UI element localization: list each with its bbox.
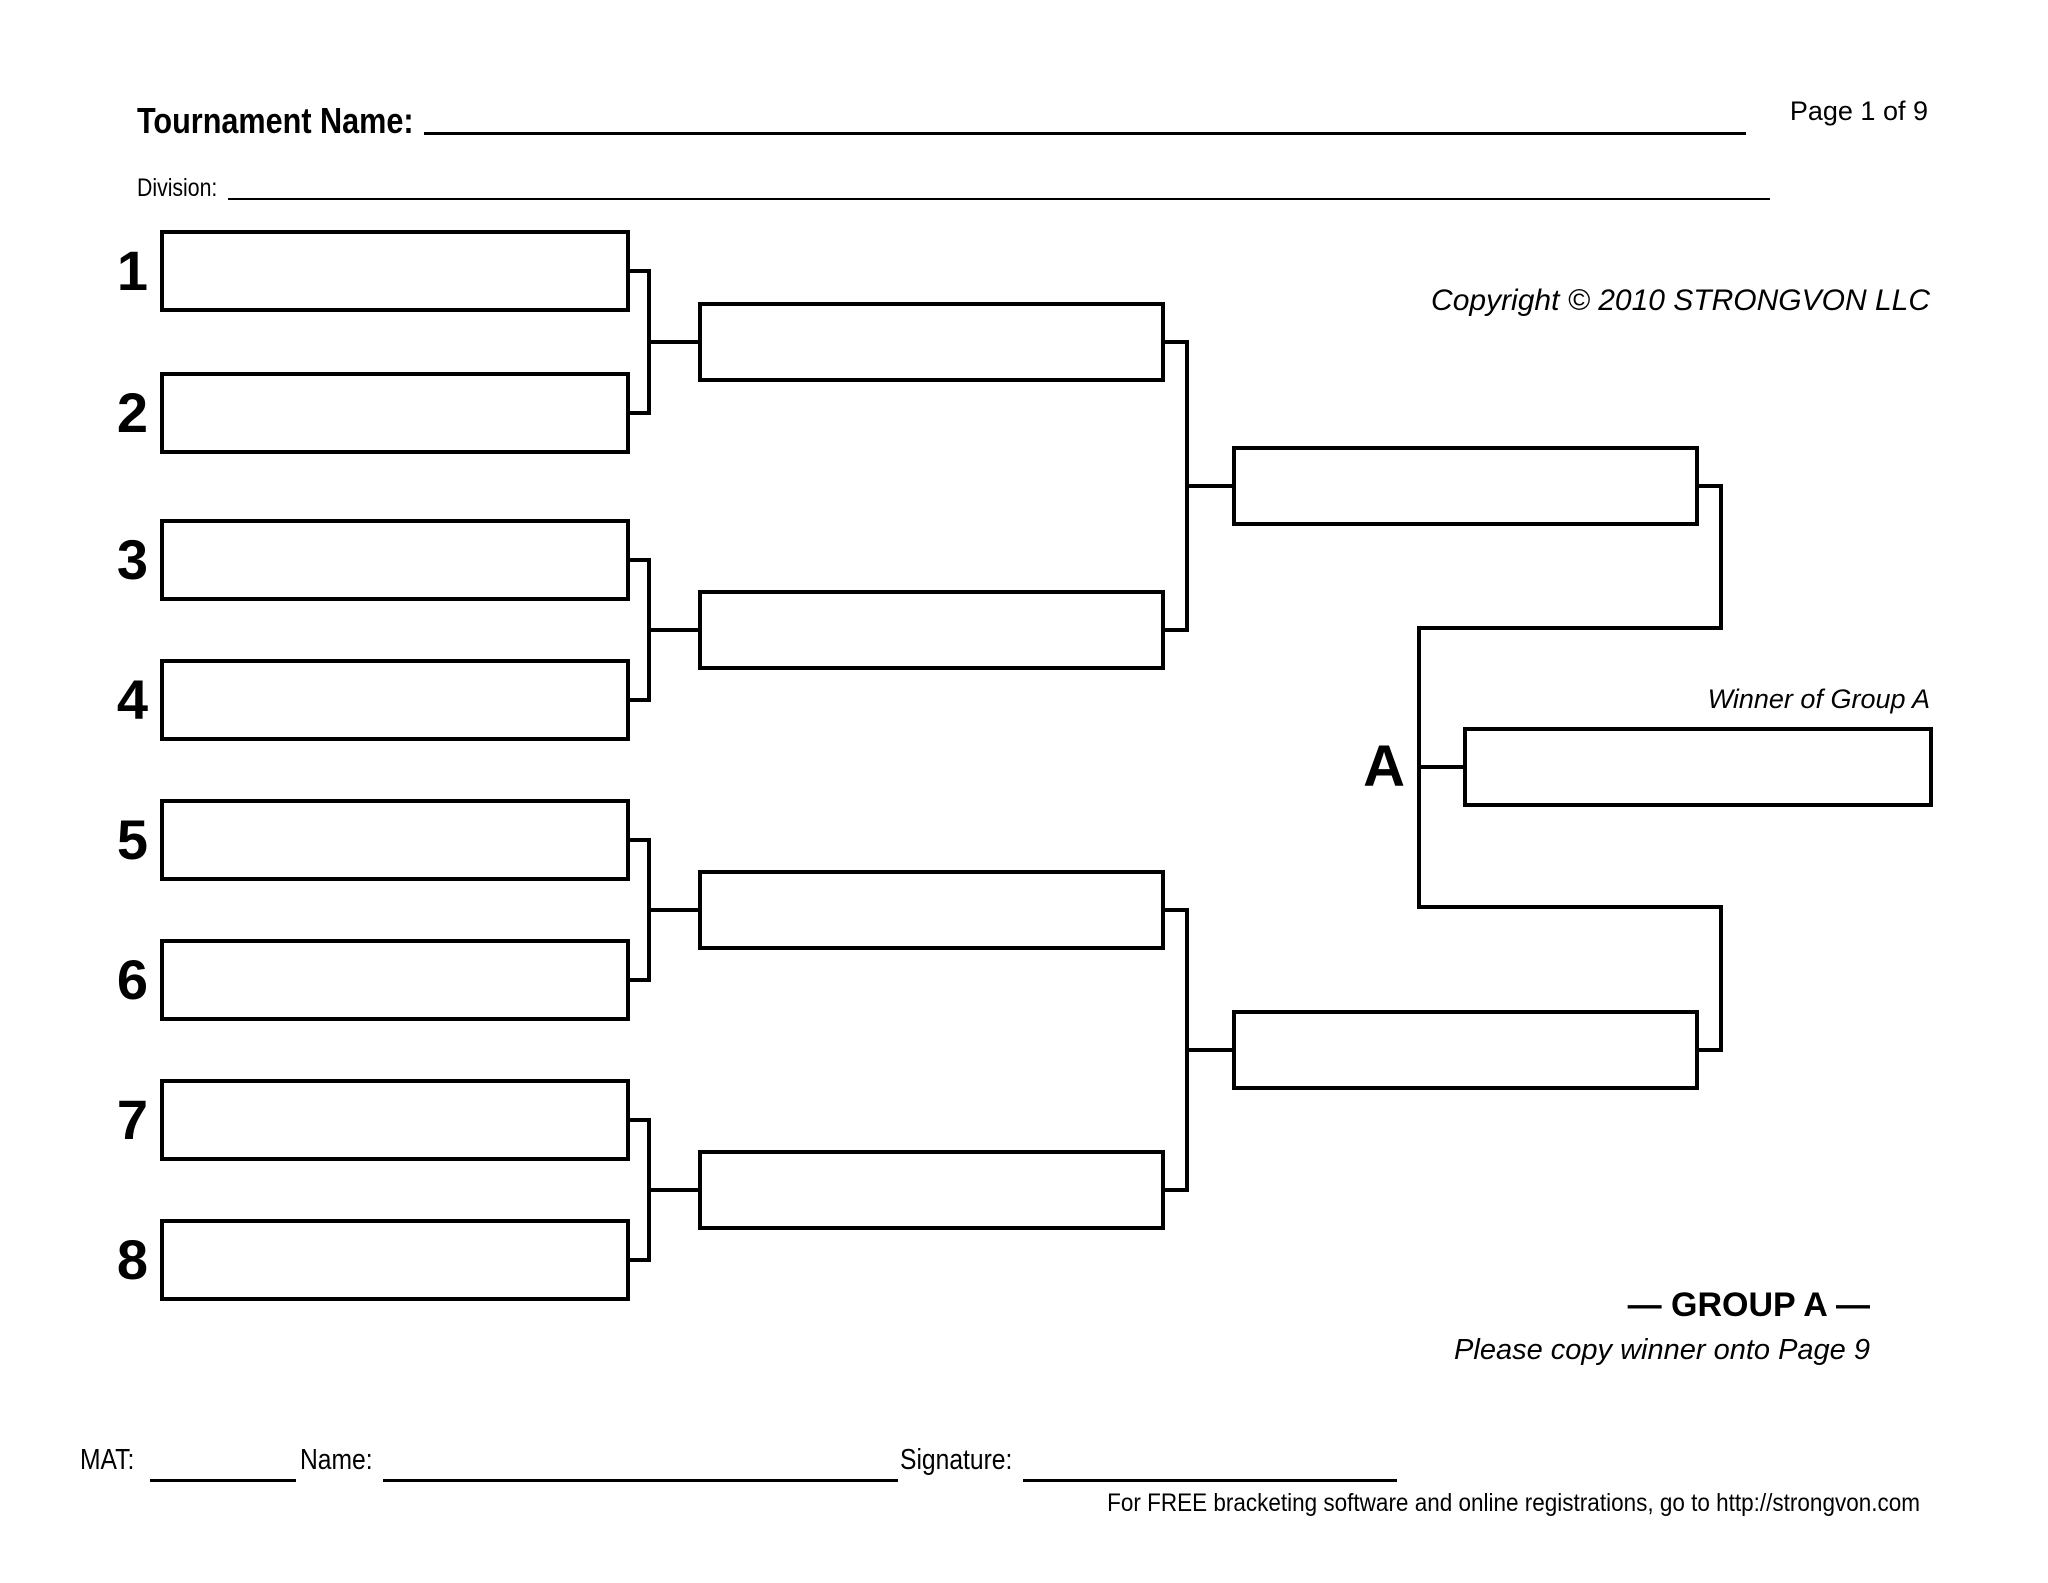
connector-line: [630, 269, 651, 415]
seed-label-4: 4: [116, 668, 148, 731]
promo-note: For FREE bracketing software and online …: [1107, 1489, 1920, 1517]
player-slot-3[interactable]: [160, 519, 630, 601]
signature-label: Signature:: [900, 1444, 1013, 1476]
group-letter: A: [1363, 734, 1405, 799]
seed-label-3: 3: [116, 528, 148, 591]
group-title: — GROUP A —: [1627, 1286, 1870, 1324]
winner-caption: Winner of Group A: [1707, 684, 1930, 714]
mat-line[interactable]: [150, 1479, 296, 1482]
tournament-name-label: Tournament Name:: [137, 100, 414, 141]
round2-winner-slot-4[interactable]: [698, 1150, 1165, 1230]
mat-label: MAT:: [80, 1444, 135, 1476]
player-slot-1[interactable]: [160, 230, 630, 312]
division-label: Division:: [137, 174, 218, 202]
player-slot-8[interactable]: [160, 1219, 630, 1301]
copyright-notice: Copyright © 2010 STRONGVON LLC: [1431, 284, 1930, 317]
seed-label-8: 8: [116, 1228, 148, 1291]
round2-winner-slot-1[interactable]: [698, 302, 1165, 382]
player-slot-7[interactable]: [160, 1079, 630, 1161]
round2-winner-slot-3[interactable]: [698, 870, 1165, 950]
seed-label-7: 7: [116, 1088, 148, 1151]
seed-label-1: 1: [116, 239, 148, 302]
copy-winner-note: Please copy winner onto Page 9: [1454, 1334, 1870, 1366]
player-slot-6[interactable]: [160, 939, 630, 1021]
semifinal-winner-slot-2[interactable]: [1232, 1010, 1699, 1090]
connector-line: [1165, 908, 1189, 1192]
semifinal-winner-slot-1[interactable]: [1232, 446, 1699, 526]
player-slot-4[interactable]: [160, 659, 630, 741]
player-slot-5[interactable]: [160, 799, 630, 881]
seed-label-2: 2: [116, 381, 148, 444]
division-line[interactable]: [228, 198, 1770, 200]
tournament-name-line[interactable]: [424, 132, 1746, 135]
connector-line: [630, 558, 651, 702]
name-line[interactable]: [383, 1479, 898, 1482]
name-label: Name:: [300, 1444, 373, 1476]
connector-line: [630, 1118, 651, 1262]
player-slot-2[interactable]: [160, 372, 630, 454]
signature-line[interactable]: [1023, 1479, 1397, 1482]
seed-label-6: 6: [116, 948, 148, 1011]
connector-line: [630, 838, 651, 982]
group-winner-slot[interactable]: [1463, 727, 1933, 807]
connector-line: [1165, 340, 1189, 632]
round2-winner-slot-2[interactable]: [698, 590, 1165, 670]
page-indicator: Page 1 of 9: [1789, 96, 1928, 126]
seed-label-5: 5: [116, 808, 148, 871]
connector-line: [1417, 484, 1723, 1052]
